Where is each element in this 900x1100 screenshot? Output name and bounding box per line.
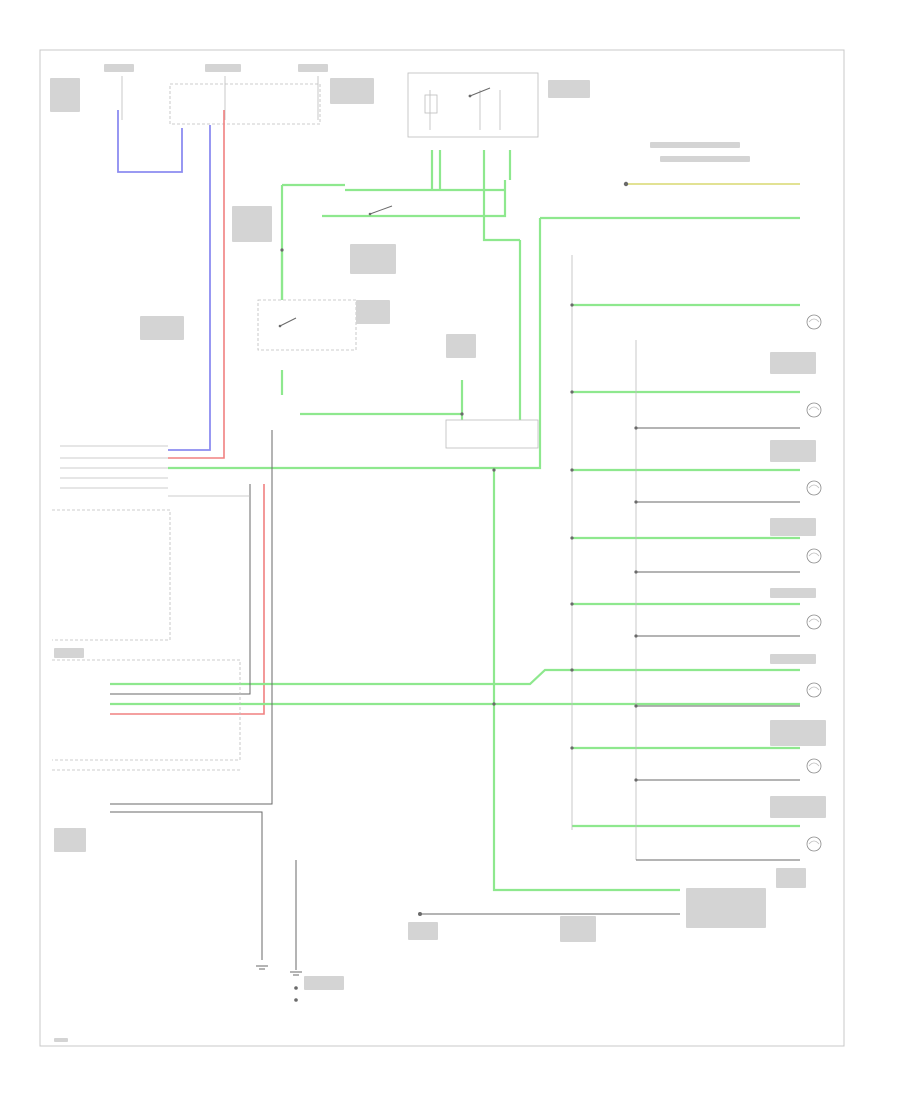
ground-icon — [256, 965, 268, 970]
splice-dot-icon — [634, 500, 638, 504]
lamp-icon — [806, 682, 822, 698]
splice-dot-icon — [570, 746, 574, 750]
splice-dot-icon — [460, 412, 464, 416]
relay-switch-icon — [468, 87, 491, 98]
splice-dot-icon — [634, 570, 638, 574]
splice-dot-icon — [570, 468, 574, 472]
splice-dot-icon — [280, 248, 284, 252]
splice-dot-icon — [294, 998, 298, 1002]
splice-dot-icon — [634, 778, 638, 782]
fuse-panel — [169, 83, 321, 125]
splice-dot-icon — [492, 702, 496, 706]
splice-dot-icon — [623, 181, 629, 187]
control-module — [445, 419, 539, 449]
lamp-icon — [806, 480, 822, 496]
wires — [52, 110, 800, 970]
fuse-relay-area — [121, 72, 539, 138]
lamp-icon — [806, 614, 822, 630]
splice-dot-icon — [634, 634, 638, 638]
splice-dot-icon — [418, 912, 422, 916]
diagram-frame — [39, 49, 845, 1047]
combination-switch — [257, 299, 357, 351]
splice-dot-icon — [570, 536, 574, 540]
lamp-icon — [806, 548, 822, 564]
lamps — [806, 314, 822, 852]
lamp-icon — [806, 758, 822, 774]
splice-dot-icon — [634, 426, 638, 430]
splice-dot-icon — [570, 303, 574, 307]
switch-box — [257, 299, 357, 351]
illegible-labels — [50, 64, 826, 1042]
lamp-icon — [806, 314, 822, 330]
splice-dot-icon — [570, 668, 574, 672]
splice-dot-icon — [634, 704, 638, 708]
splice-dot-icon — [294, 986, 298, 990]
ground-icon — [290, 971, 302, 976]
splice-dot-icon — [492, 468, 496, 472]
relay-box — [407, 72, 539, 138]
splice-dot-icon — [570, 390, 574, 394]
lamp-icon — [806, 836, 822, 852]
splice-dot-icon — [570, 602, 574, 606]
hazard-switch — [368, 205, 393, 216]
relay-coil-icon — [424, 94, 438, 114]
lamp-icon — [806, 402, 822, 418]
module-box — [445, 419, 539, 449]
splices — [280, 181, 638, 1002]
